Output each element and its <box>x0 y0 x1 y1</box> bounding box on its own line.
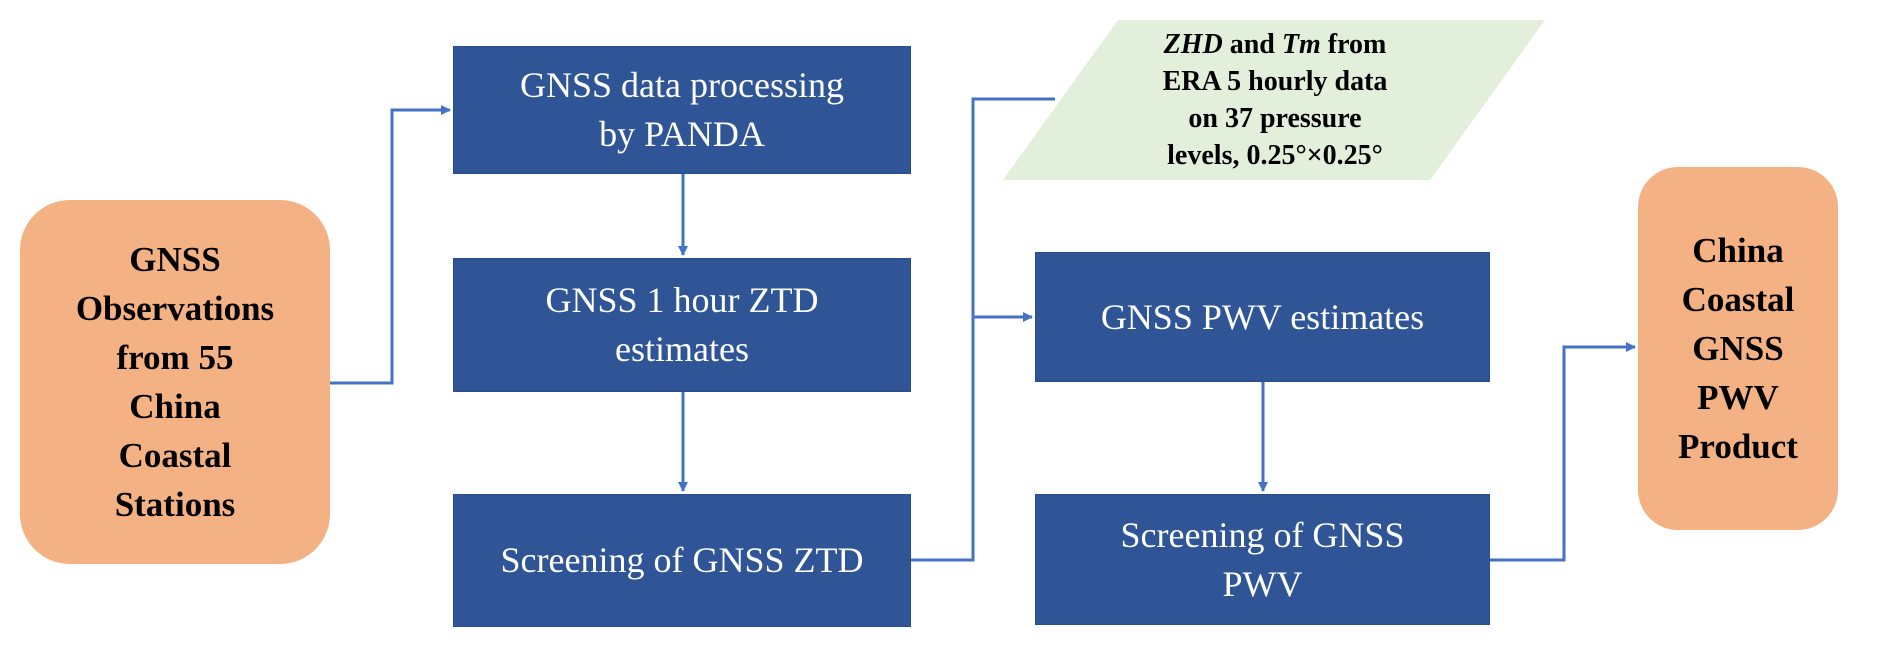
ztd-estimates-line: GNSS 1 hour ZTD <box>545 280 819 320</box>
era5-line: levels, 0.25°×0.25° <box>1167 140 1383 171</box>
era5-and: and <box>1222 29 1282 60</box>
zhd-label: ZHD <box>1163 29 1223 60</box>
product-line: PWV <box>1697 378 1779 417</box>
pwv-estimates-node: GNSS PWV estimates <box>1035 252 1490 382</box>
source-node: GNSS Observations from 55 China Coastal … <box>20 200 330 564</box>
product-line: China <box>1692 231 1784 270</box>
source-line: Observations <box>75 289 275 328</box>
pwv-screening-line: PWV <box>1222 563 1303 604</box>
edge-source-to-processing <box>330 105 451 385</box>
source-line: China <box>129 387 221 426</box>
product-line: Coastal <box>1681 280 1795 319</box>
source-line: Coastal <box>118 436 232 475</box>
era5-line: ZHD and Tm from <box>1163 26 1388 63</box>
pwv-screening-line: Screening of GNSS <box>1120 514 1405 555</box>
era5-line: on 37 pressure <box>1188 103 1362 134</box>
pwv-estimates-line: GNSS PWV estimates <box>1100 296 1425 337</box>
source-line: GNSS <box>129 240 221 279</box>
era5-line: ERA 5 hourly data <box>1162 66 1388 97</box>
processing-line: by PANDA <box>599 114 765 154</box>
product-line: Product <box>1678 427 1798 466</box>
era5-input-node: ZHD and Tm from ERA 5 hourly data on 37 … <box>1090 20 1460 180</box>
processing-line: GNSS data processing <box>520 65 844 105</box>
ztd-screening-node: Screening of GNSS ZTD <box>453 494 911 627</box>
source-line: Stations <box>114 485 236 524</box>
era5-from: from <box>1320 29 1387 60</box>
tm-label: Tm <box>1281 29 1321 60</box>
processing-node: GNSS data processing by PANDA <box>453 46 911 174</box>
era5-input-parallelogram <box>1003 20 1545 180</box>
pwv-screening-node: Screening of GNSS PWV <box>1035 494 1490 625</box>
edge-ztd-screening-to-junction <box>911 317 975 562</box>
ztd-estimates-line: estimates <box>615 329 749 369</box>
ztd-screening-line: Screening of GNSS ZTD <box>500 540 864 580</box>
edge-era5-to-junction <box>971 97 1055 317</box>
product-line: GNSS <box>1692 329 1784 368</box>
edge-pwv-screening-to-product <box>1490 342 1636 562</box>
source-line: from 55 <box>116 338 234 377</box>
ztd-estimates-node: GNSS 1 hour ZTD estimates <box>453 258 911 392</box>
product-node: China Coastal GNSS PWV Product <box>1638 167 1838 530</box>
